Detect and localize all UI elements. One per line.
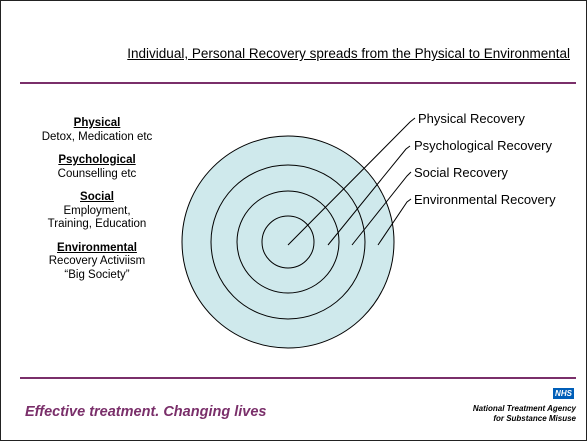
category-list: Physical Detox, Medication etc Psycholog…: [22, 117, 172, 292]
category-heading: Psychological: [58, 154, 136, 166]
label-psychological-recovery: Psychological Recovery: [414, 138, 553, 153]
label-physical-recovery: Physical Recovery: [418, 111, 525, 126]
category-psychological: Psychological Counselling etc: [22, 154, 172, 181]
category-text: Counselling etc: [57, 167, 137, 180]
category-heading: Social: [80, 191, 114, 203]
leader-social: [351, 171, 412, 246]
leader-physical: [287, 117, 416, 246]
category-environmental: Environmental Recovery Activiism “Big So…: [22, 242, 172, 283]
footer-tagline: Effective treatment. Changing lives: [25, 404, 267, 420]
category-text: Recovery Activiism: [48, 255, 146, 267]
top-divider: [20, 82, 576, 84]
slide-title: Individual, Personal Recovery spreads fr…: [127, 46, 570, 61]
category-text: Employment,: [63, 204, 131, 217]
leader-environmental: [377, 198, 412, 246]
agency-line: for Substance Misuse: [493, 414, 576, 423]
category-text: Detox, Medication etc: [41, 130, 153, 143]
category-text: “Big Society”: [64, 268, 130, 281]
category-heading: Physical: [73, 117, 121, 129]
nhs-logo: NHS: [553, 388, 574, 399]
leader-psychological: [327, 145, 411, 246]
category-physical: Physical Detox, Medication etc: [22, 117, 172, 144]
agency-name: National Treatment Agency for Substance …: [441, 404, 576, 424]
category-heading: Environmental: [57, 241, 137, 254]
label-social-recovery: Social Recovery: [414, 165, 508, 180]
label-environmental-recovery: Environmental Recovery: [414, 192, 556, 207]
category-social: Social Employment, Training, Education: [22, 191, 172, 232]
recovery-rings-diagram: Physical Recovery Psychological Recovery…: [181, 111, 556, 349]
category-text: Training, Education: [47, 218, 147, 230]
ring-physical: [261, 215, 315, 269]
agency-line: National Treatment Agency: [472, 404, 576, 413]
bottom-divider: [20, 377, 576, 379]
